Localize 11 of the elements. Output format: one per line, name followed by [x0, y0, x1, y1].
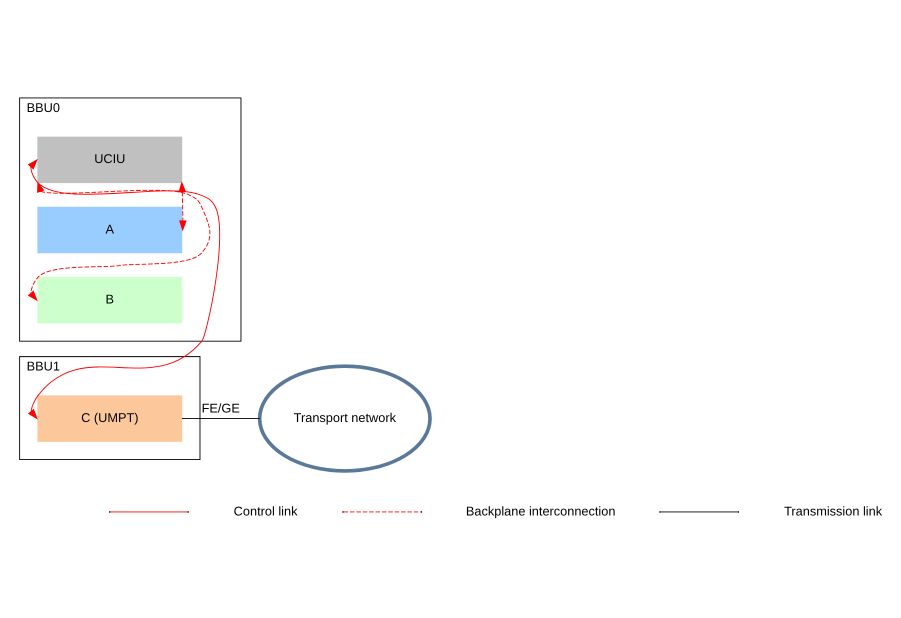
node-box: C (UMPT) — [37, 394, 182, 442]
node-ellipse: Transport network — [258, 364, 432, 472]
node-box: UCIU — [37, 136, 182, 183]
legend-label: Control link — [234, 502, 298, 518]
legend-label: Transmission link — [784, 502, 882, 518]
connector — [181, 418, 260, 419]
arrow — [28, 158, 220, 420]
node-box: B — [37, 276, 182, 323]
legend-label: Backplane interconnection — [466, 502, 616, 518]
edge-label: FE/GE — [202, 400, 240, 415]
node-box: A — [37, 206, 182, 253]
